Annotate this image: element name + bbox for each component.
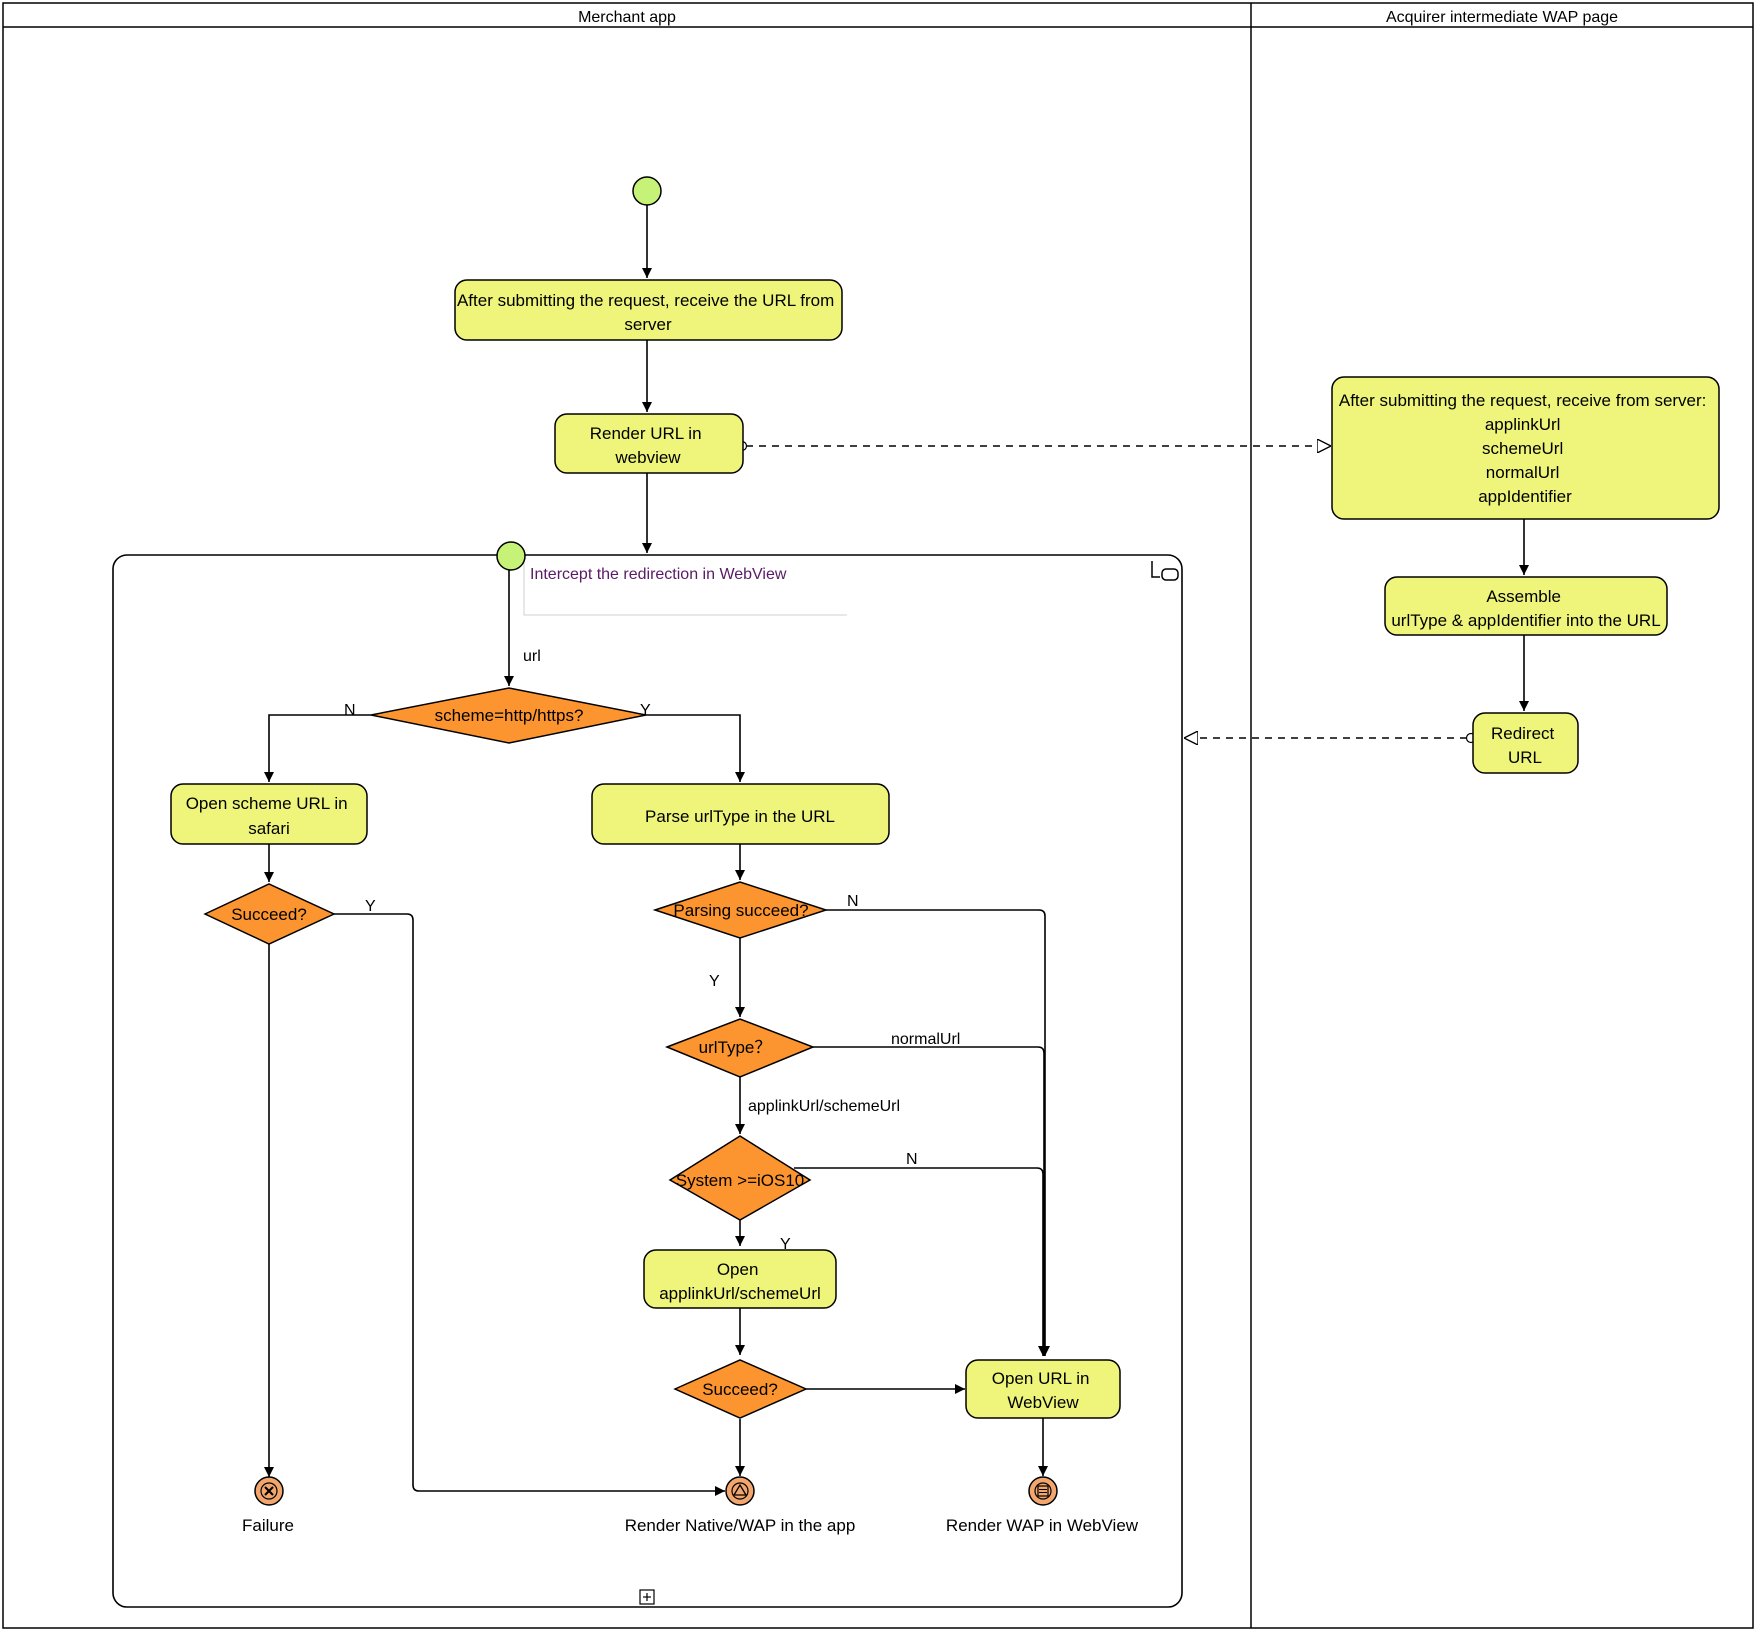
lane-title-acquirer-wap: Acquirer intermediate WAP page: [1386, 9, 1618, 26]
gateway-succeed-bottom[interactable]: Succeed?: [673, 1359, 808, 1419]
task-render-url[interactable]: Render URL in webview: [554, 413, 744, 474]
task-parse-urltype[interactable]: Parse urlType in the URL: [591, 783, 890, 845]
edge-label-y-parsing: Y: [709, 973, 720, 990]
svg-text:Redirect URL: Redirect URL: [1491, 724, 1559, 767]
edge-label-n-ios: N: [906, 1151, 918, 1168]
svg-text:scheme=http/https?: scheme=http/https?: [435, 706, 584, 725]
end-event-render-native[interactable]: [725, 1476, 755, 1506]
edge-label-normalurl: normalUrl: [891, 1031, 960, 1048]
edge-label-n-parsing: N: [847, 893, 859, 910]
gateway-parsing-succeed[interactable]: Parsing succeed?: [652, 881, 829, 939]
svg-text:After submitting the request,: After submitting the request, receive th…: [457, 291, 839, 334]
end-event-render-wap[interactable]: [1028, 1476, 1058, 1506]
svg-text:Open URL in WebView: Open URL in WebView: [992, 1369, 1094, 1412]
end-label-render-wap: Render WAP in WebView: [946, 1516, 1139, 1535]
subprocess-start-event[interactable]: [496, 541, 526, 571]
svg-text:Open applinkUrl/schemeUr: Open applinkUrl/schemeUrl: [659, 1260, 821, 1303]
edge-label-y-succeed: Y: [365, 898, 376, 915]
svg-text:Open scheme URL in safar: Open scheme URL in safari: [186, 794, 353, 838]
svg-text:Succeed?: Succeed?: [231, 905, 307, 924]
gateway-scheme-check[interactable]: scheme=http/https?: [370, 687, 647, 744]
lane-title-merchant-app: Merchant app: [578, 9, 676, 26]
task-open-url-webview[interactable]: Open URL in WebView: [965, 1359, 1121, 1419]
edge-label-y-scheme: Y: [640, 702, 651, 719]
svg-text:Render URL in webview: Render URL in webview: [590, 424, 707, 467]
subprocess-collapse-icon[interactable]: [639, 1589, 655, 1605]
svg-text:System >=iOS10: System >=iOS10: [676, 1171, 805, 1190]
task-acquirer-receive[interactable]: After submitting the request, receive fr…: [1331, 376, 1720, 520]
start-event[interactable]: [632, 176, 662, 206]
subprocess-intercept-redirection[interactable]: [112, 554, 1183, 1608]
subprocess-title: Intercept the redirection in WebView: [530, 566, 787, 583]
task-open-applink[interactable]: Open applinkUrl/schemeUrl: [643, 1249, 837, 1309]
gateway-succeed-left[interactable]: Succeed?: [203, 883, 336, 945]
subprocess-loop-icon: [1151, 561, 1179, 581]
gateway-system-ios[interactable]: System >=iOS10: [668, 1135, 812, 1221]
gateway-urltype[interactable]: urlType？: [664, 1018, 816, 1078]
edge-label-applink-scheme: applinkUrl/schemeUrl: [748, 1098, 900, 1115]
edge-label-n-scheme: N: [344, 702, 356, 719]
svg-text:After submitting the request,: After submitting the request, receive fr…: [1339, 391, 1711, 506]
task-receive-url[interactable]: After submitting the request, receive th…: [454, 279, 843, 341]
task-redirect-url[interactable]: Redirect URL: [1472, 712, 1579, 774]
end-label-render-native: Render Native/WAP in the app: [625, 1516, 856, 1535]
edge-label-url: url: [523, 648, 541, 665]
end-label-failure: Failure: [242, 1516, 294, 1535]
task-open-scheme-url[interactable]: Open scheme URL in safari: [170, 783, 368, 845]
svg-text:Parse urlType in the URL: Parse urlType in the URL: [645, 807, 835, 826]
task-assemble[interactable]: Assemble urlType & appIdentifier into th…: [1384, 576, 1668, 636]
svg-text:Parsing succeed?: Parsing succeed?: [673, 901, 808, 920]
svg-text:Assemble urlType & appId: Assemble urlType & appIdentifier into th…: [1391, 587, 1660, 630]
edge-label-y-ios: Y: [780, 1236, 791, 1253]
svg-text:urlType？: urlType？: [699, 1038, 772, 1057]
sequence-flows: [264, 205, 1529, 1496]
end-event-failure[interactable]: [254, 1476, 284, 1506]
svg-text:Succeed?: Succeed?: [702, 1380, 778, 1399]
